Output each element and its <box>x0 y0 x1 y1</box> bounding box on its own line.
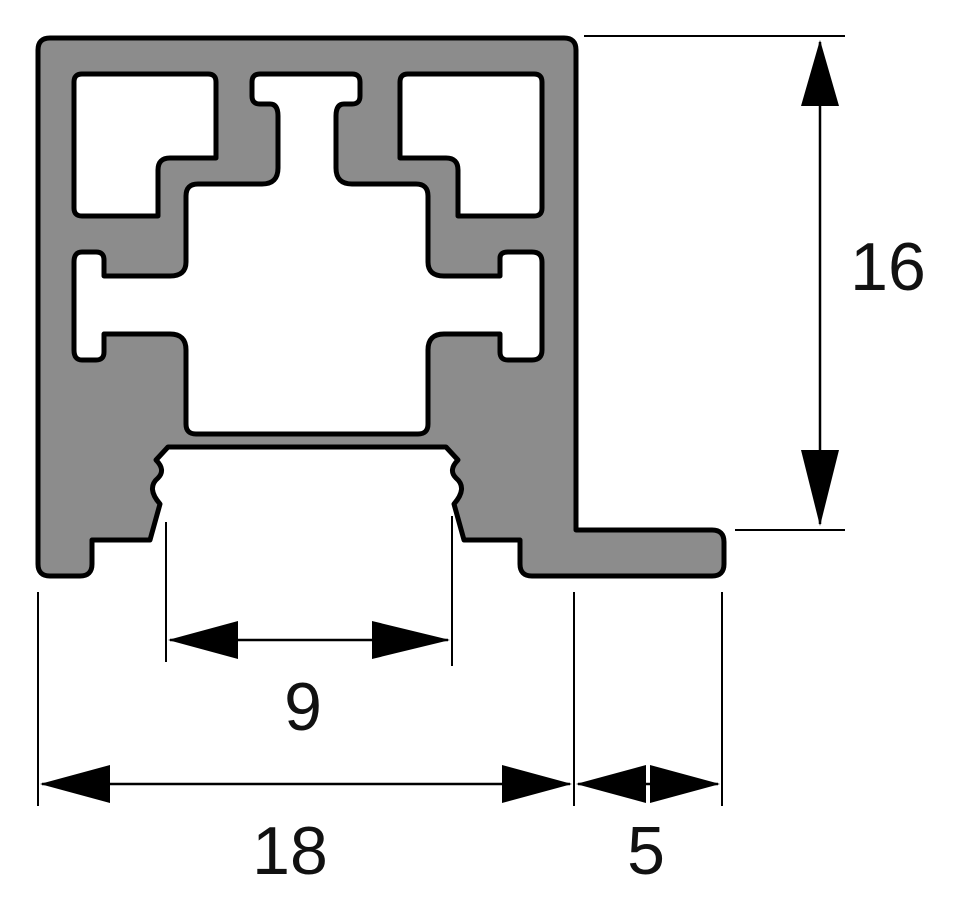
cavity-top-left <box>71 71 219 219</box>
slot-arrow-right <box>372 621 450 659</box>
dimension-flange-width: 5 <box>576 592 723 889</box>
flange-arrow-left <box>576 765 646 803</box>
dimension-body-width: 18 <box>37 592 575 889</box>
flange-arrow-right <box>650 765 720 803</box>
cavity-top-right <box>397 71 545 219</box>
dimension-slot-width: 9 <box>165 516 453 745</box>
flange-width-label: 5 <box>627 813 665 889</box>
height-label: 16 <box>850 229 926 305</box>
profile-cross-section <box>35 35 727 579</box>
height-arrow-top <box>801 40 839 106</box>
body-arrow-left <box>40 765 110 803</box>
slot-width-label: 9 <box>284 669 322 745</box>
body-width-label: 18 <box>252 813 328 889</box>
dimension-height: 16 <box>584 35 926 531</box>
slot-arrow-left <box>168 621 238 659</box>
height-arrow-bottom <box>801 450 839 526</box>
cavity-center-slot <box>71 71 545 437</box>
body-arrow-right <box>502 765 572 803</box>
